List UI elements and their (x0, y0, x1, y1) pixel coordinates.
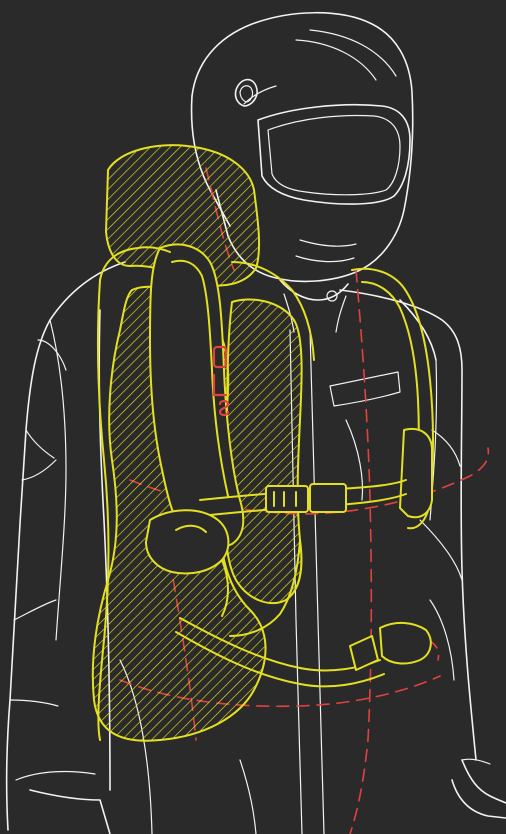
belt-buckle (350, 636, 378, 670)
chest-buckle (266, 486, 308, 512)
